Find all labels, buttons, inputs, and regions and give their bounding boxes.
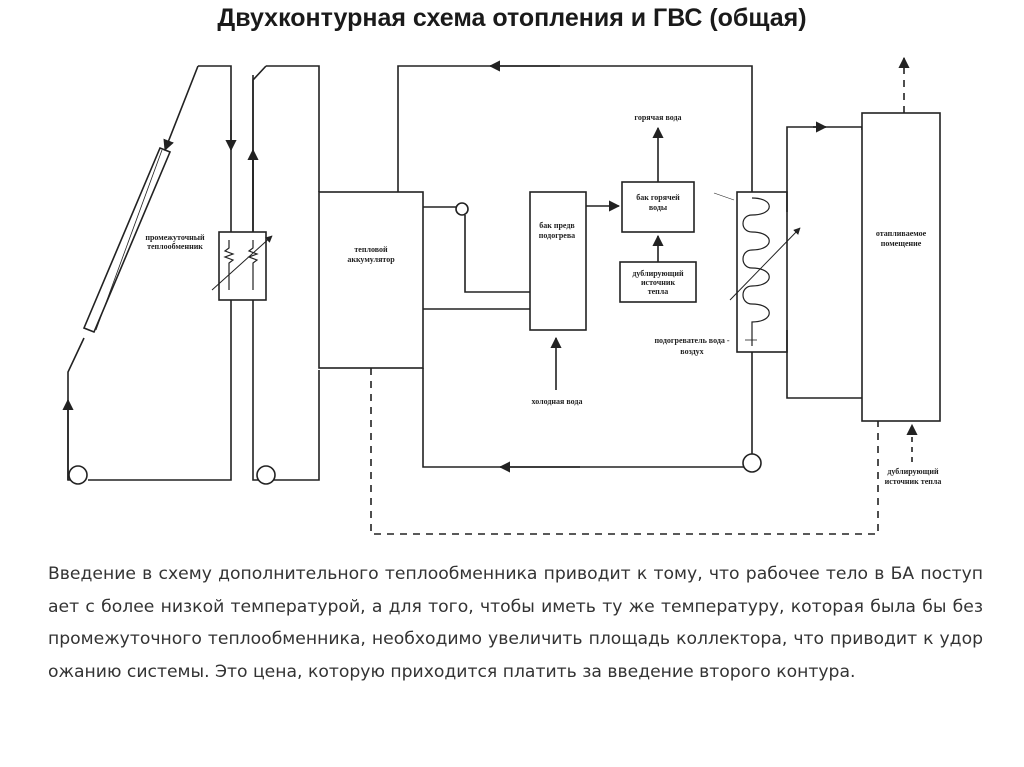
heated-room-box bbox=[861, 112, 941, 422]
label-preheat-tank-1: бак предв bbox=[539, 221, 575, 230]
label-cold-water: холодная вода bbox=[532, 397, 583, 406]
second-loop-pump bbox=[256, 465, 276, 485]
label-heat-accumulator-1: тепловой bbox=[354, 245, 388, 254]
label-backup-source-1-1: дублирующий bbox=[632, 269, 684, 278]
backup-source-1-box bbox=[619, 261, 697, 303]
label-hot-water: горячая вода bbox=[634, 113, 681, 122]
intermediate-heat-exchanger bbox=[211, 231, 273, 301]
preheat-tank-box bbox=[529, 191, 587, 331]
coil-pump bbox=[455, 202, 469, 216]
room-loop-pump bbox=[742, 453, 762, 473]
heat-accumulator-box bbox=[318, 191, 424, 369]
label-backup-source-1-3: тепла bbox=[648, 287, 669, 296]
label-backup-source-1-2: источник bbox=[641, 278, 676, 287]
label-intermediate-hx-2: теплообменник bbox=[147, 242, 203, 251]
label-backup-source-2-2: источник тепла bbox=[885, 477, 942, 486]
label-intermediate-hx-1: промежуточный bbox=[145, 233, 205, 242]
hot-water-tank-box bbox=[621, 181, 695, 233]
label-water-air-heater-1: подогреватель вода - bbox=[654, 336, 729, 345]
heating-dhw-diagram: промежуточный теплообменник тепловой акк… bbox=[62, 56, 942, 535]
label-hot-water-tank-2: воды bbox=[649, 203, 668, 212]
label-heated-room-1: отапливаемое bbox=[876, 229, 927, 238]
label-heated-room-2: помещение bbox=[881, 239, 922, 248]
water-air-heater bbox=[729, 191, 801, 353]
description-paragraph: Введение в схему дополнительного теплооб… bbox=[48, 564, 983, 682]
label-water-air-heater-2: воздух bbox=[680, 347, 703, 356]
label-hot-water-tank-1: бак горячей bbox=[636, 193, 680, 202]
collector-pump bbox=[68, 465, 88, 485]
solar-collector bbox=[82, 146, 172, 334]
label-backup-source-2-1: дублирующий bbox=[887, 467, 939, 476]
label-heat-accumulator-2: аккумулятор bbox=[347, 255, 395, 264]
label-preheat-tank-2: подогрева bbox=[539, 231, 575, 240]
page-title: Двухконтурная схема отопления и ГВС (общ… bbox=[217, 4, 807, 32]
